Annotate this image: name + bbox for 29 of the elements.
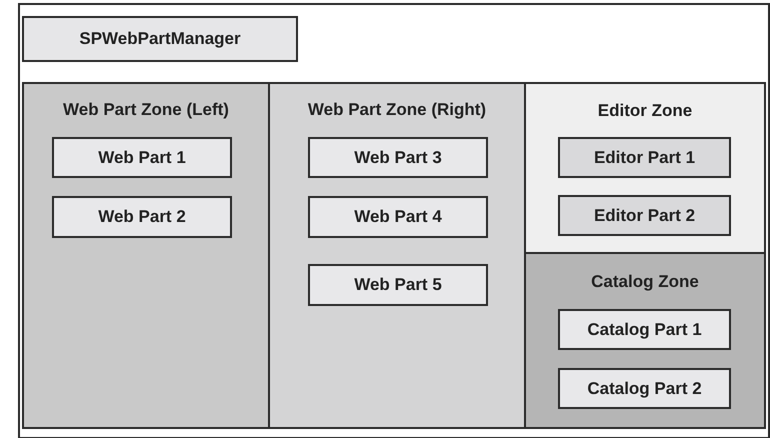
page-frame: [18, 3, 770, 438]
catalog-part-box: [558, 309, 731, 350]
web-part-box: [308, 196, 488, 238]
part-label: Editor Part 2: [592, 206, 696, 226]
web-part-box: [308, 137, 488, 178]
part-label: Web Part 3: [353, 148, 443, 168]
zone-title: Web Part Zone (Left): [62, 100, 230, 120]
part-label: Catalog Part 1: [586, 320, 703, 340]
part-label: Web Part 1: [97, 148, 187, 168]
zone-panel: [22, 82, 270, 429]
zone-panel: [268, 82, 526, 429]
web-part-box: [52, 137, 232, 178]
zone-title: Editor Zone: [596, 101, 694, 121]
zone-title: Catalog Zone: [590, 272, 700, 292]
part-label: Catalog Part 2: [586, 378, 703, 398]
part-label: Web Part 4: [353, 207, 443, 227]
part-label: Web Part 2: [97, 207, 187, 227]
part-label: Editor Part 1: [592, 148, 696, 168]
editor-part-box: [558, 137, 731, 178]
part-label: Web Part 5: [353, 275, 443, 295]
editor-part-box: [558, 195, 731, 236]
web-part-box: [52, 196, 232, 238]
catalog-part-box: [558, 368, 731, 409]
manager-box: [22, 16, 298, 62]
zone-panel: [524, 82, 766, 254]
web-part-box: [308, 264, 488, 306]
zone-title: Web Part Zone (Right): [306, 100, 488, 120]
manager-label: SPWebPartManager: [78, 29, 242, 49]
zone-panel: [524, 252, 766, 429]
